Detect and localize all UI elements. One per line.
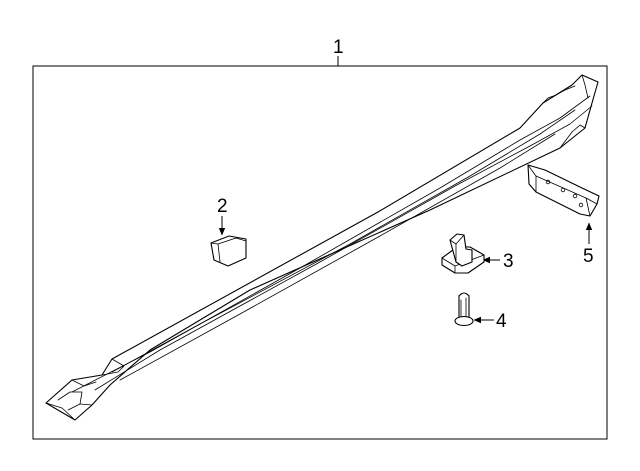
callout-4-number: 4	[496, 311, 507, 332]
diagram-frame	[32, 65, 608, 440]
part-mounting-bracket[interactable]	[527, 164, 600, 217]
callout-5[interactable]: 5	[583, 222, 594, 267]
callout-3-number: 3	[503, 251, 514, 272]
callout-1-number: 1	[333, 37, 344, 58]
callout-2-number: 2	[217, 196, 228, 217]
callout-2[interactable]: 2	[217, 196, 228, 236]
callout-1[interactable]: 1	[333, 37, 344, 66]
part-clip-cap[interactable]	[210, 235, 247, 267]
part-push-pin[interactable]	[454, 292, 474, 327]
callout-3[interactable]: 3	[482, 251, 514, 272]
callout-4[interactable]: 4	[473, 311, 507, 332]
part-retainer-clip[interactable]	[441, 233, 485, 274]
part-rocker-panel[interactable]	[45, 74, 599, 421]
callout-5-number: 5	[583, 246, 594, 267]
